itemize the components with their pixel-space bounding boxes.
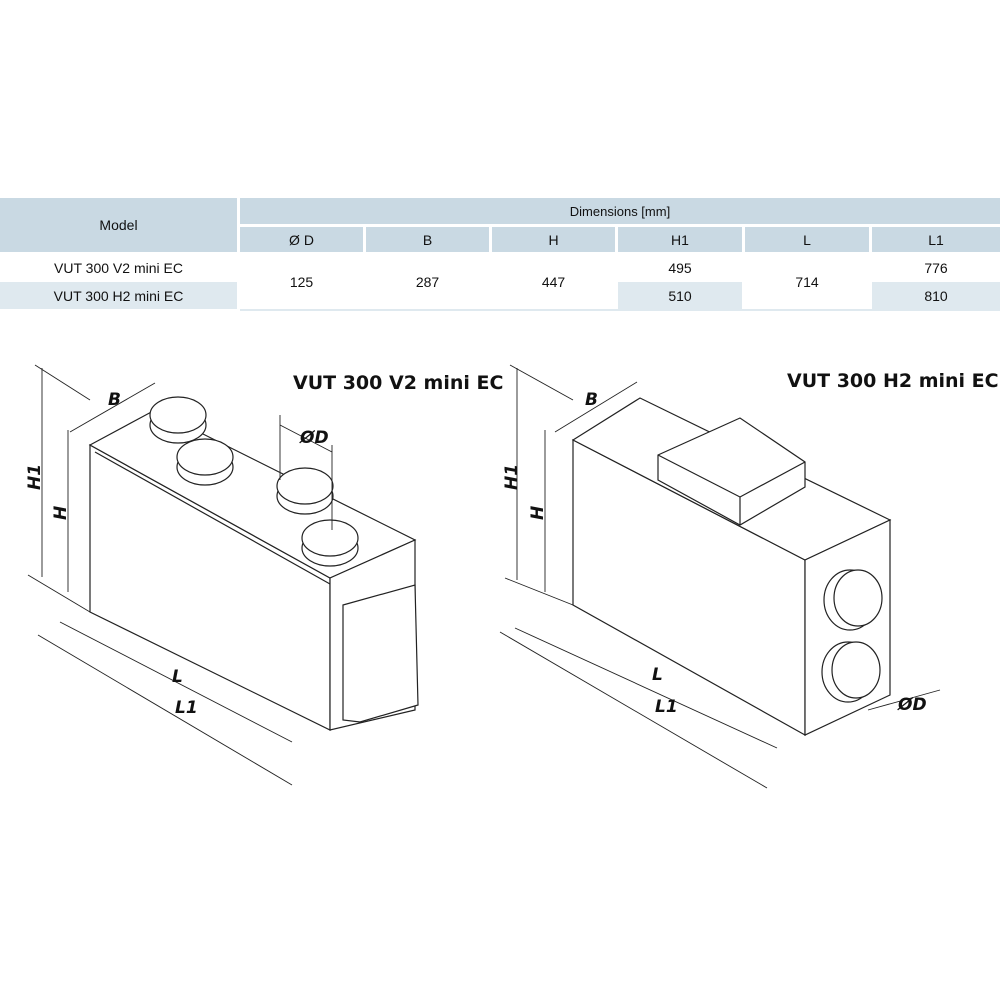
right-label-d: ØD — [897, 695, 927, 715]
left-dimension-lines — [27, 364, 333, 786]
left-label-l: L — [172, 667, 183, 687]
col-l: L — [745, 227, 869, 252]
right-label-h1: H1 — [502, 464, 522, 490]
right-control-box — [657, 417, 806, 526]
cell-d: 125 — [289, 273, 314, 290]
col-l1: L1 — [872, 227, 1000, 252]
cell-l: 714 — [795, 273, 819, 290]
right-unit-drawing — [499, 364, 941, 789]
row2-l1: 810 — [872, 282, 1000, 309]
table-bottom-rule — [240, 309, 1000, 311]
right-drawing-title: VUT 300 H2 mini EC — [787, 370, 999, 392]
row1-model: VUT 300 V2 mini EC — [54, 259, 183, 276]
col-h: H — [492, 227, 615, 252]
row2-model: VUT 300 H2 mini EC — [0, 282, 237, 309]
cell-b: 287 — [415, 273, 440, 290]
dimensions-header: Dimensions [mm] — [240, 198, 1000, 224]
col-h1: H1 — [618, 227, 742, 252]
right-label-l: L — [652, 665, 663, 685]
left-unit-drawing — [27, 364, 419, 786]
model-header: Model — [0, 198, 237, 252]
left-label-b: B — [108, 390, 121, 410]
cell-h: 447 — [541, 273, 566, 290]
left-label-l1: L1 — [175, 698, 198, 718]
right-label-l1: L1 — [655, 697, 678, 717]
right-label-b: B — [585, 390, 598, 410]
col-b: B — [366, 227, 489, 252]
left-spigots — [149, 396, 359, 567]
row2-h1: 510 — [618, 282, 742, 309]
row1-l1: 776 — [924, 259, 948, 276]
right-label-h: H — [528, 506, 548, 520]
right-dimension-lines — [499, 364, 941, 789]
right-spigots — [821, 569, 883, 703]
left-control-box — [342, 584, 419, 723]
col-d: Ø D — [240, 227, 363, 252]
row1-h1: 495 — [668, 259, 692, 276]
left-label-h: H — [51, 506, 71, 520]
left-drawing-title: VUT 300 V2 mini EC — [293, 372, 504, 394]
left-label-d: ØD — [299, 428, 329, 448]
left-label-h1: H1 — [25, 464, 45, 490]
